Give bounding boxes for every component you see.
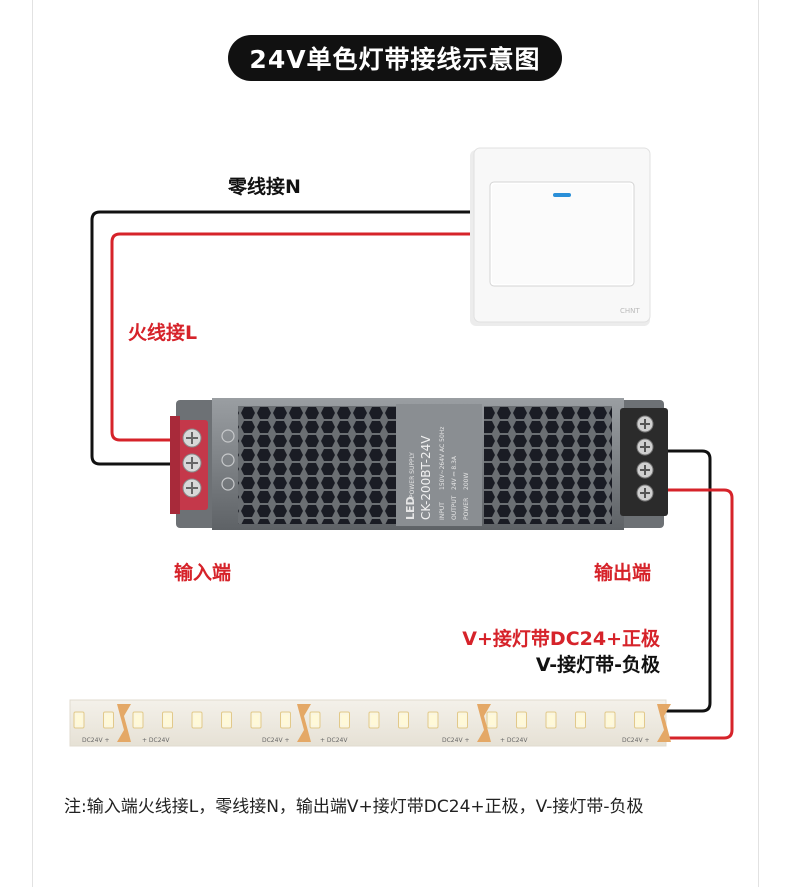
output-end-label: 输出端 bbox=[594, 562, 652, 584]
led-chip-core bbox=[548, 715, 554, 725]
screw-icon bbox=[636, 415, 654, 433]
led-chip-core bbox=[400, 715, 407, 725]
right-border bbox=[758, 0, 759, 887]
screw-icon bbox=[636, 438, 654, 456]
neutral-label: 零线接N bbox=[228, 176, 301, 198]
switch-brand: CHNT bbox=[620, 307, 640, 315]
page-title: 24V单色灯带接线示意图 bbox=[228, 35, 562, 81]
v-minus-label: V-接灯带-负极 bbox=[535, 654, 660, 676]
psu-brand: LED bbox=[404, 496, 417, 520]
led-chip-core bbox=[312, 715, 318, 725]
psu-input-value: 150V~264V AC 50Hz bbox=[439, 427, 446, 490]
strip-polarity-mark: + DC24V bbox=[500, 737, 528, 744]
input-terminal bbox=[170, 416, 208, 514]
footnote: 注:输入端火线接L，零线接N，输出端V+接灯带DC24+正极，V-接灯带-负极 bbox=[64, 797, 644, 817]
neutral-wire bbox=[90, 210, 478, 466]
led-chip-core bbox=[341, 715, 348, 725]
screw-icon bbox=[182, 478, 202, 498]
led-chip-core bbox=[282, 715, 289, 725]
left-border bbox=[32, 0, 33, 887]
indicator-light bbox=[553, 193, 571, 197]
led-chip-core bbox=[223, 715, 230, 725]
output-positive-wire bbox=[658, 488, 734, 740]
led-chip-core bbox=[135, 715, 141, 725]
live-label: 火线接L bbox=[128, 322, 198, 344]
wall-switch: CHNT bbox=[470, 147, 651, 326]
led-chip-core bbox=[371, 715, 377, 725]
output-terminal bbox=[620, 408, 668, 516]
psu-input-label: INPUT bbox=[439, 502, 446, 520]
cut-pad bbox=[657, 704, 671, 742]
psu-output-value: 24V ⎓ 8.3A bbox=[451, 455, 458, 490]
strip-polarity-mark: + DC24V bbox=[142, 737, 170, 744]
screw-icon bbox=[636, 461, 654, 479]
v-plus-label: V+接灯带DC24+正极 bbox=[462, 628, 660, 650]
power-supply: LED POWER SUPPLY CK-200BT-24V INPUT 150V… bbox=[170, 398, 668, 530]
led-chip-core bbox=[164, 715, 171, 725]
vent-left bbox=[238, 406, 396, 524]
psu-model: CK-200BT-24V bbox=[419, 435, 433, 520]
led-chip-core bbox=[430, 715, 436, 725]
led-chip-core bbox=[518, 715, 525, 725]
led-chip-core bbox=[105, 715, 112, 725]
psu-power-label: POWER bbox=[463, 498, 470, 520]
psu-output-label: OUTPUT bbox=[451, 495, 458, 520]
cut-pad bbox=[117, 704, 131, 742]
led-strip: DC24V + + DC24V DC24V + + DC24V DC24V + + DC2… bbox=[69, 699, 671, 747]
led-chip-core bbox=[194, 715, 200, 725]
input-end-label: 输入端 bbox=[174, 562, 232, 584]
strip-polarity-mark: + DC24V bbox=[320, 737, 348, 744]
strip-polarity-mark: DC24V + bbox=[262, 737, 289, 744]
led-chip-core bbox=[489, 715, 495, 725]
output-negative-wire bbox=[658, 449, 712, 713]
psu-brand-sub: POWER SUPPLY bbox=[409, 452, 416, 498]
led-chip-core bbox=[76, 715, 82, 725]
led-chip-core bbox=[577, 715, 584, 725]
screw-icon bbox=[182, 453, 202, 473]
strip-polarity-mark: DC24V + bbox=[622, 737, 649, 744]
strip-polarity-mark: DC24V + bbox=[82, 737, 109, 744]
led-chip-core bbox=[607, 715, 613, 725]
cut-pad bbox=[477, 704, 491, 742]
vent-right bbox=[484, 406, 612, 524]
led-chip-core bbox=[459, 715, 466, 725]
strip-polarity-mark: DC24V + bbox=[442, 737, 469, 744]
cut-pad bbox=[297, 704, 311, 742]
live-wire bbox=[110, 232, 478, 442]
screw-icon bbox=[182, 428, 202, 448]
led-chip-core bbox=[636, 715, 643, 725]
screw-icon bbox=[636, 484, 654, 502]
psu-power-value: 200W bbox=[463, 473, 470, 490]
led-chip-core bbox=[253, 715, 259, 725]
